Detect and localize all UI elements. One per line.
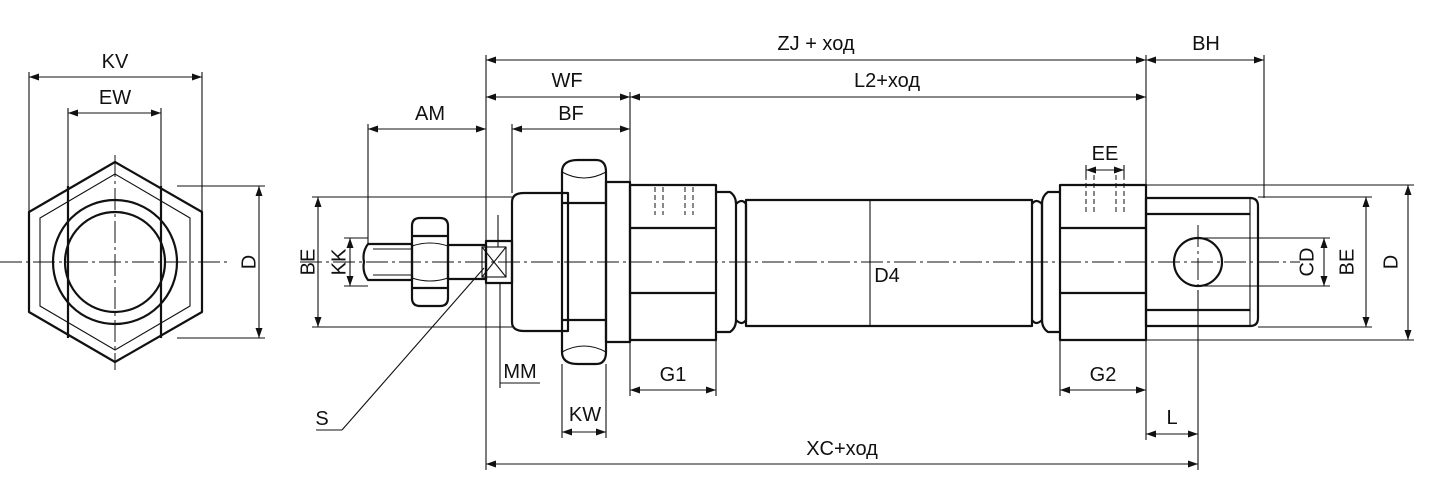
- label-bf: BF: [558, 103, 584, 125]
- spanner-flat: [481, 246, 507, 278]
- label-d-left: D: [238, 255, 260, 269]
- label-wf: WF: [551, 70, 582, 92]
- barrel: D4: [744, 198, 1034, 328]
- label-g1: G1: [660, 364, 687, 386]
- end-view: [0, 155, 230, 370]
- label-bh: BH: [1192, 33, 1220, 55]
- label-kw: KW: [569, 404, 601, 426]
- rod-nut: [410, 216, 450, 308]
- label-g2: G2: [1090, 364, 1117, 386]
- label-kv: KV: [102, 51, 129, 73]
- label-xc: XC+ход: [806, 438, 878, 460]
- label-d4: D4: [874, 265, 900, 287]
- front-cap: [510, 191, 570, 333]
- leader-s: [341, 267, 485, 431]
- label-ew: EW: [99, 87, 131, 109]
- label-l: L: [1166, 407, 1177, 429]
- label-kk: KK: [328, 248, 350, 275]
- label-be-left: BE: [297, 249, 319, 276]
- label-s: S: [315, 408, 328, 430]
- end-view-dimensions: KV EW D: [28, 51, 265, 339]
- label-be-right: BE: [1336, 249, 1358, 276]
- label-ee: EE: [1092, 143, 1119, 165]
- rear-head: [1058, 175, 1148, 342]
- front-head: [628, 183, 718, 342]
- label-am: AM: [415, 103, 445, 125]
- label-d-right: D: [1380, 255, 1402, 269]
- label-mm: MM: [503, 361, 536, 383]
- side-view-dimensions: ZJ + ход BH WF L2+ход AM BF EE BE: [297, 33, 1414, 470]
- rear-clevis: [1144, 196, 1260, 328]
- label-l2: L2+ход: [854, 70, 920, 92]
- label-zj: ZJ + ход: [777, 33, 854, 55]
- rear-crimp: [1031, 190, 1060, 334]
- label-cd: CD: [1296, 248, 1318, 277]
- rod-thread: [362, 242, 414, 282]
